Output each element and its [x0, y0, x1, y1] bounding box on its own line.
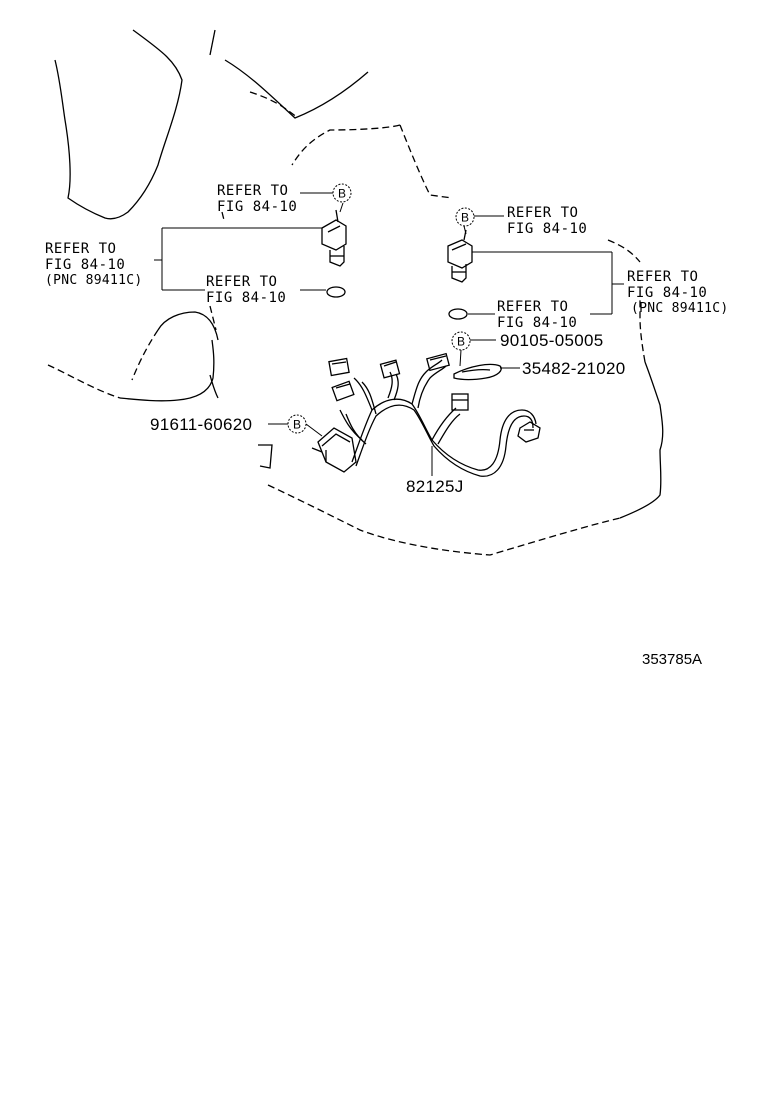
figure-number: 353785A: [642, 651, 702, 668]
right-o-ring: [448, 308, 468, 320]
part-number-screw: 91611-60620: [150, 415, 252, 434]
svg-text:B: B: [293, 418, 301, 432]
svg-text:B: B: [457, 335, 465, 349]
svg-text:REFER TO: REFER TO: [507, 205, 578, 221]
ref-right-main: REFER TO FIG 84-10 (PNC 89411C): [627, 269, 729, 316]
ref-left-main: REFER TO FIG 84-10 (PNC 89411C): [45, 241, 143, 288]
svg-text:(PNC 89411C): (PNC 89411C): [631, 301, 729, 316]
svg-text:FIG 84-10: FIG 84-10: [627, 285, 707, 301]
svg-text:FIG 84-10: FIG 84-10: [217, 199, 297, 215]
badge-screw: B: [287, 414, 307, 434]
svg-text:REFER TO: REFER TO: [627, 269, 698, 285]
svg-text:B: B: [338, 187, 346, 201]
transmission-outline: [47, 29, 664, 556]
badge-upper-right: B: [455, 207, 475, 227]
wire-harness: [311, 352, 541, 477]
svg-text:(PNC 89411C): (PNC 89411C): [45, 273, 143, 288]
part-number-clamp: 35482-21020: [522, 359, 626, 378]
left-speed-sensor: [321, 209, 347, 267]
ref-upper-right: REFER TO FIG 84-10: [507, 205, 587, 237]
left-o-ring: [326, 286, 346, 298]
svg-text:FIG 84-10: FIG 84-10: [206, 290, 286, 306]
part-number-wire-harness: 82125J: [406, 477, 464, 496]
badge-upper-left: B: [332, 183, 352, 203]
leader-lines: [154, 192, 624, 476]
ref-left-lower: REFER TO FIG 84-10: [206, 274, 286, 306]
svg-text:REFER TO: REFER TO: [206, 274, 277, 290]
svg-text:FIG 84-10: FIG 84-10: [497, 315, 577, 331]
svg-text:REFER TO: REFER TO: [45, 241, 116, 257]
right-speed-sensor: [447, 229, 473, 283]
clamp: [453, 363, 502, 381]
badge-bolt: B: [451, 331, 471, 351]
ref-upper-left: REFER TO FIG 84-10: [217, 183, 297, 215]
svg-text:FIG 84-10: FIG 84-10: [507, 221, 587, 237]
part-number-bolt: 90105-05005: [500, 331, 604, 350]
svg-text:FIG 84-10: FIG 84-10: [45, 257, 125, 273]
svg-text:REFER TO: REFER TO: [497, 299, 568, 315]
svg-text:B: B: [461, 211, 469, 225]
ref-right-lower: REFER TO FIG 84-10: [497, 299, 577, 331]
svg-text:REFER TO: REFER TO: [217, 183, 288, 199]
